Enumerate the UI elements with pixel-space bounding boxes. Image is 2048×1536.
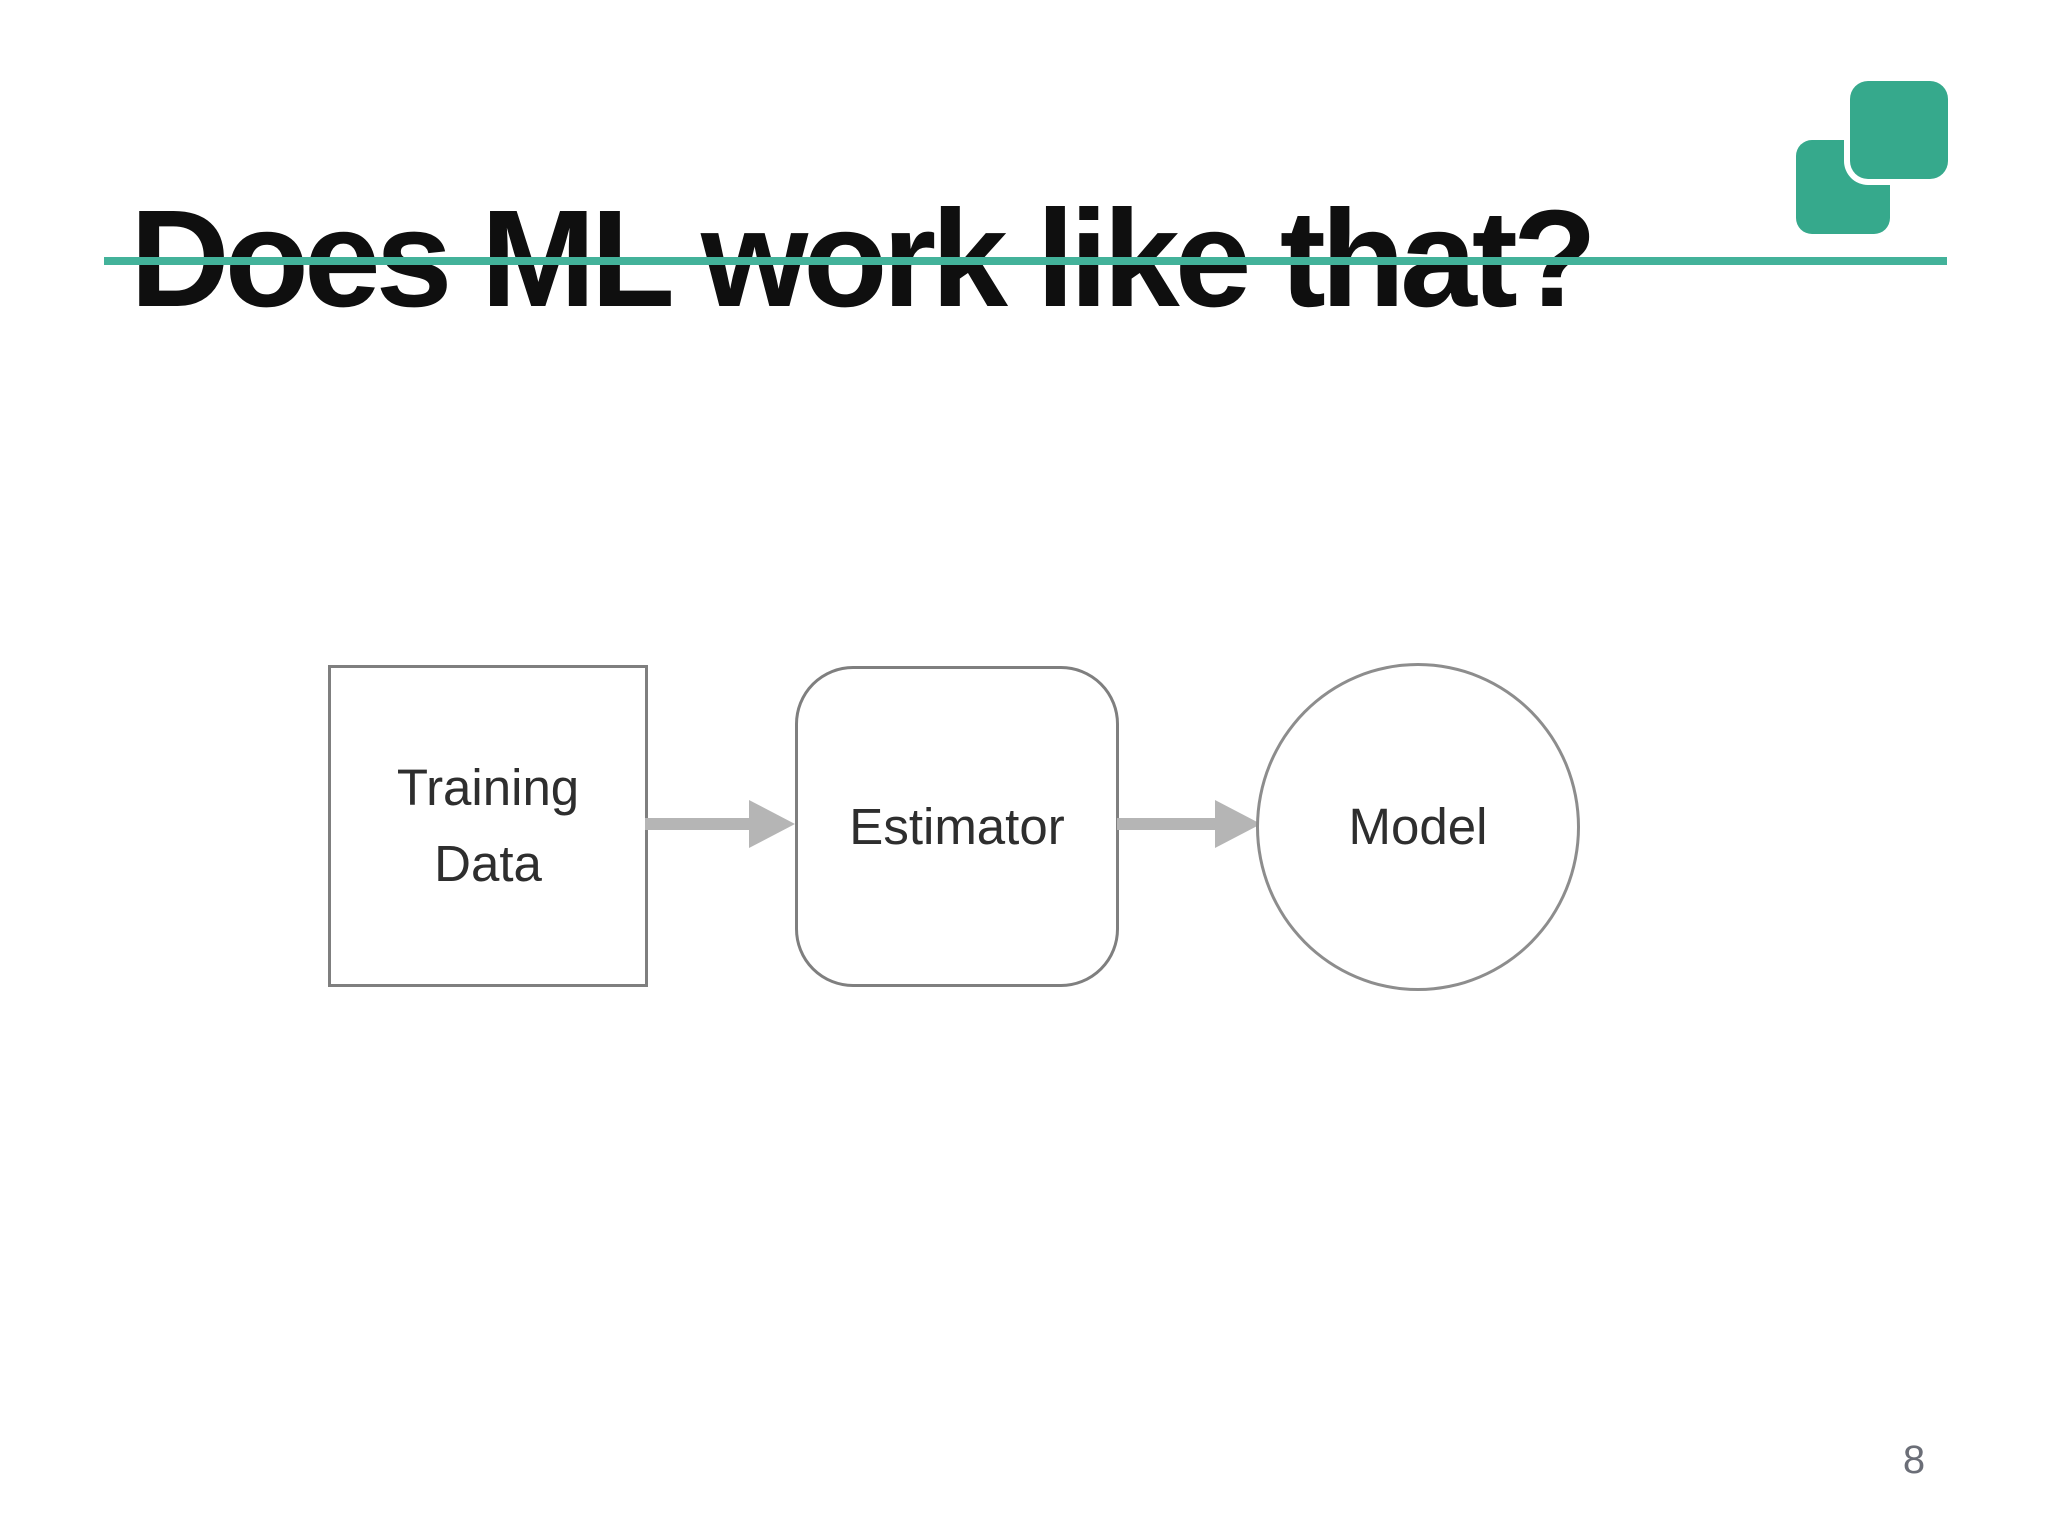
node-model: Model bbox=[1256, 663, 1580, 991]
arrow-shaft bbox=[1117, 818, 1217, 830]
arrow-head bbox=[1215, 800, 1261, 848]
title-underline bbox=[104, 257, 1947, 265]
arrow-shaft bbox=[645, 818, 751, 830]
node-estimator-label: Estimator bbox=[849, 797, 1065, 855]
arrow-head bbox=[749, 800, 795, 848]
logo bbox=[1780, 70, 1960, 240]
training-label-line1: Training bbox=[396, 759, 580, 816]
logo-square-front-icon bbox=[1850, 81, 1948, 179]
node-model-label: Model bbox=[1348, 798, 1488, 855]
training-label-line2: Data bbox=[434, 835, 542, 892]
page-number: 8 bbox=[1902, 1438, 1926, 1482]
arrow-right-icon bbox=[645, 800, 795, 848]
arrow-right-icon bbox=[1117, 800, 1263, 848]
node-estimator: Estimator bbox=[795, 666, 1119, 987]
node-training-data: Training Data bbox=[328, 665, 648, 987]
node-training-data-label: Training Data bbox=[397, 750, 579, 902]
